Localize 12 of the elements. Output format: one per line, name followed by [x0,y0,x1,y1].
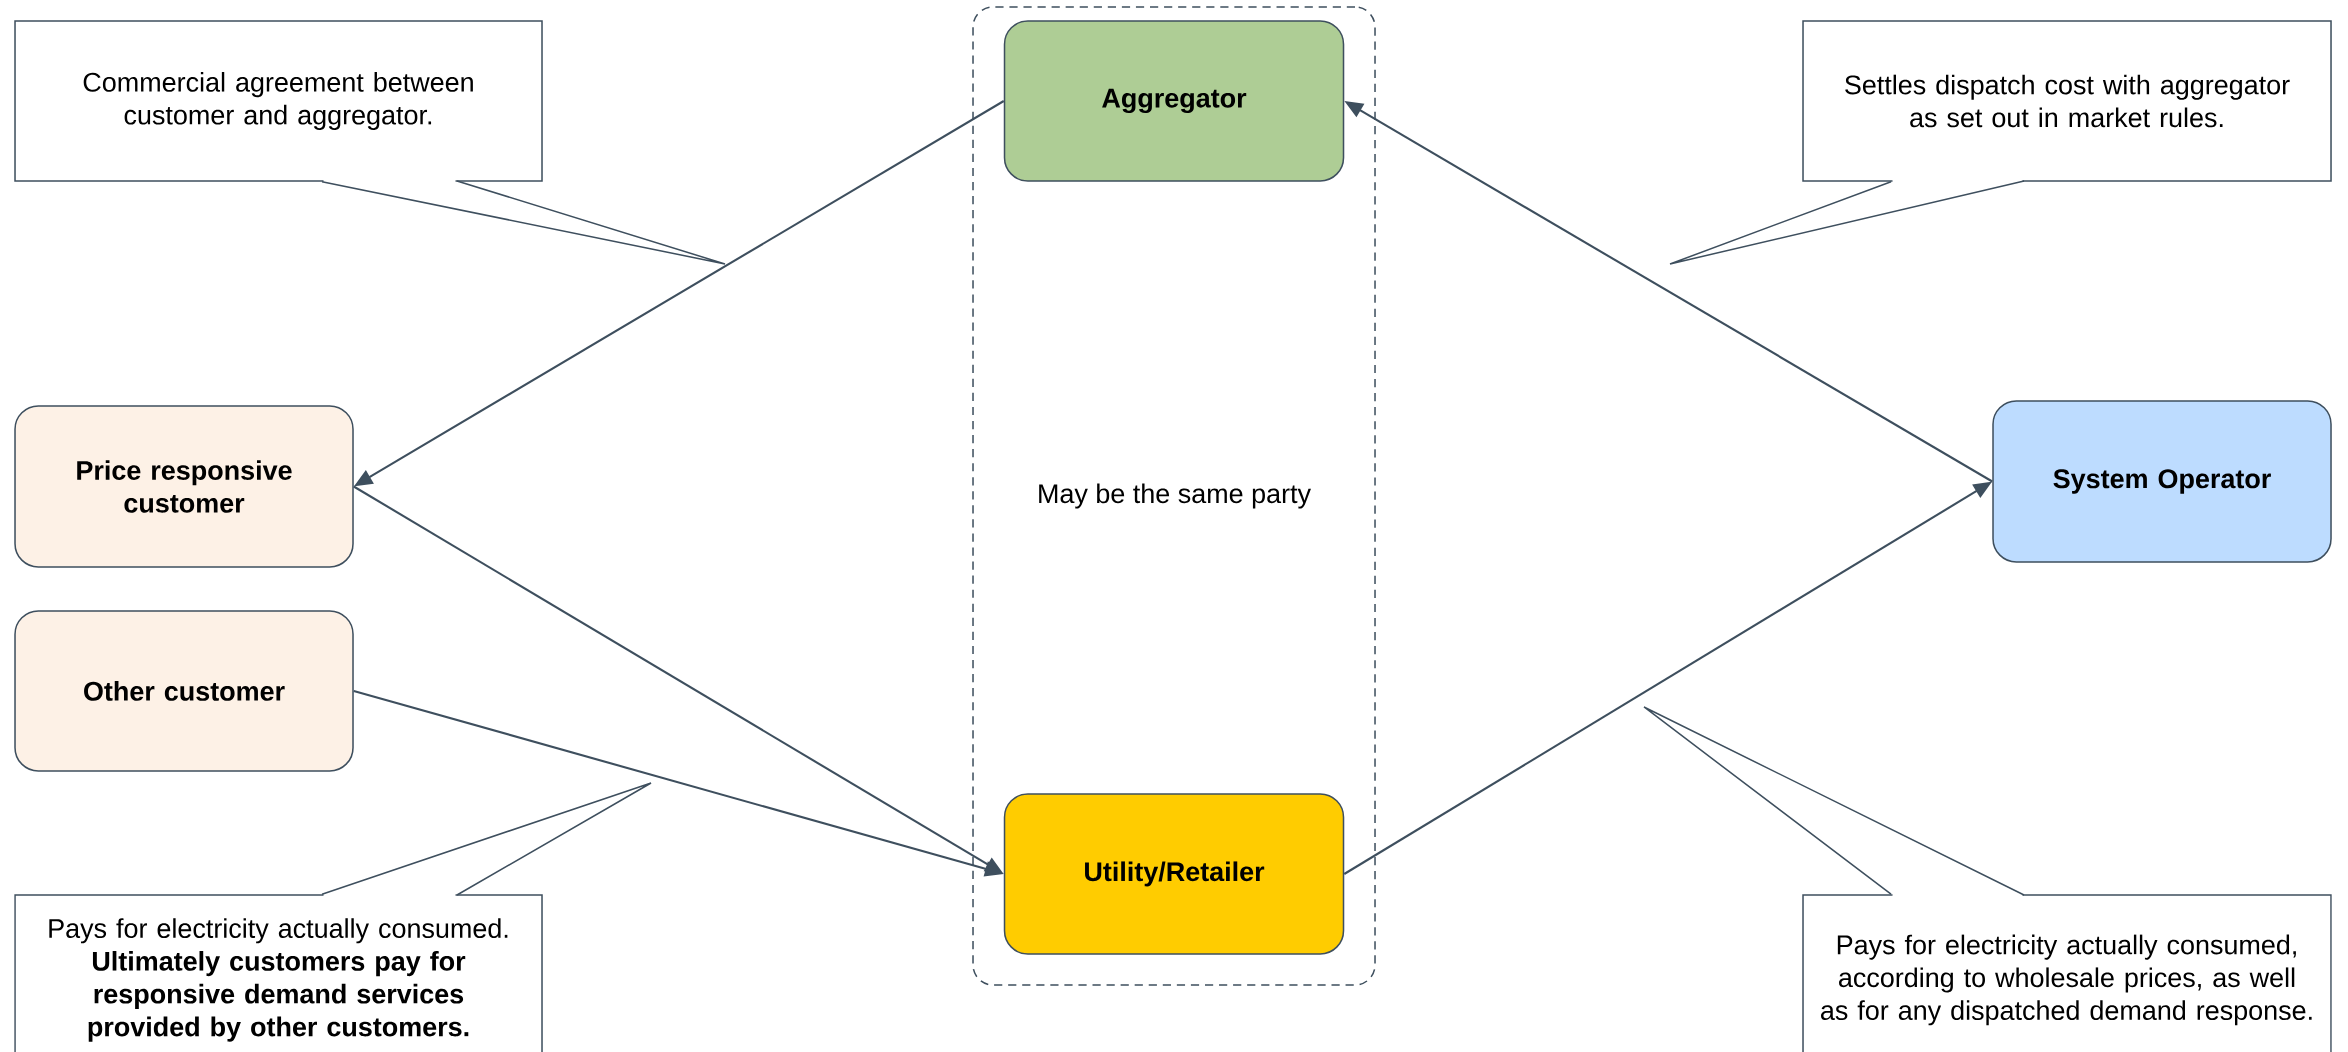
leader-line [321,782,652,896]
rounded-box: Utility/Retailer [1003,793,1345,955]
leader-line [1643,706,2025,896]
rounded-box: Aggregator [1003,20,1345,182]
callout-box: Settles dispatch cost with aggregator as set out in market rules. [1802,20,2332,185]
rounded-box: Price responsive customer [14,405,354,568]
callout-box: Commercial agreement between customer and aggregator. [14,20,543,185]
rounded-box: Other customer [14,610,354,772]
callout-box: Pays for electricity actually consumed, according to wholesale prices, as well as for any dispatched demand response. [1802,891,2332,1052]
rounded-box: System Operator [1992,400,2332,563]
callout-box: Pays for electricity actually consumed. Ultimately customers pay for responsive demand services provided by other customers. [14,891,543,1052]
leader-line [1669,180,2025,265]
